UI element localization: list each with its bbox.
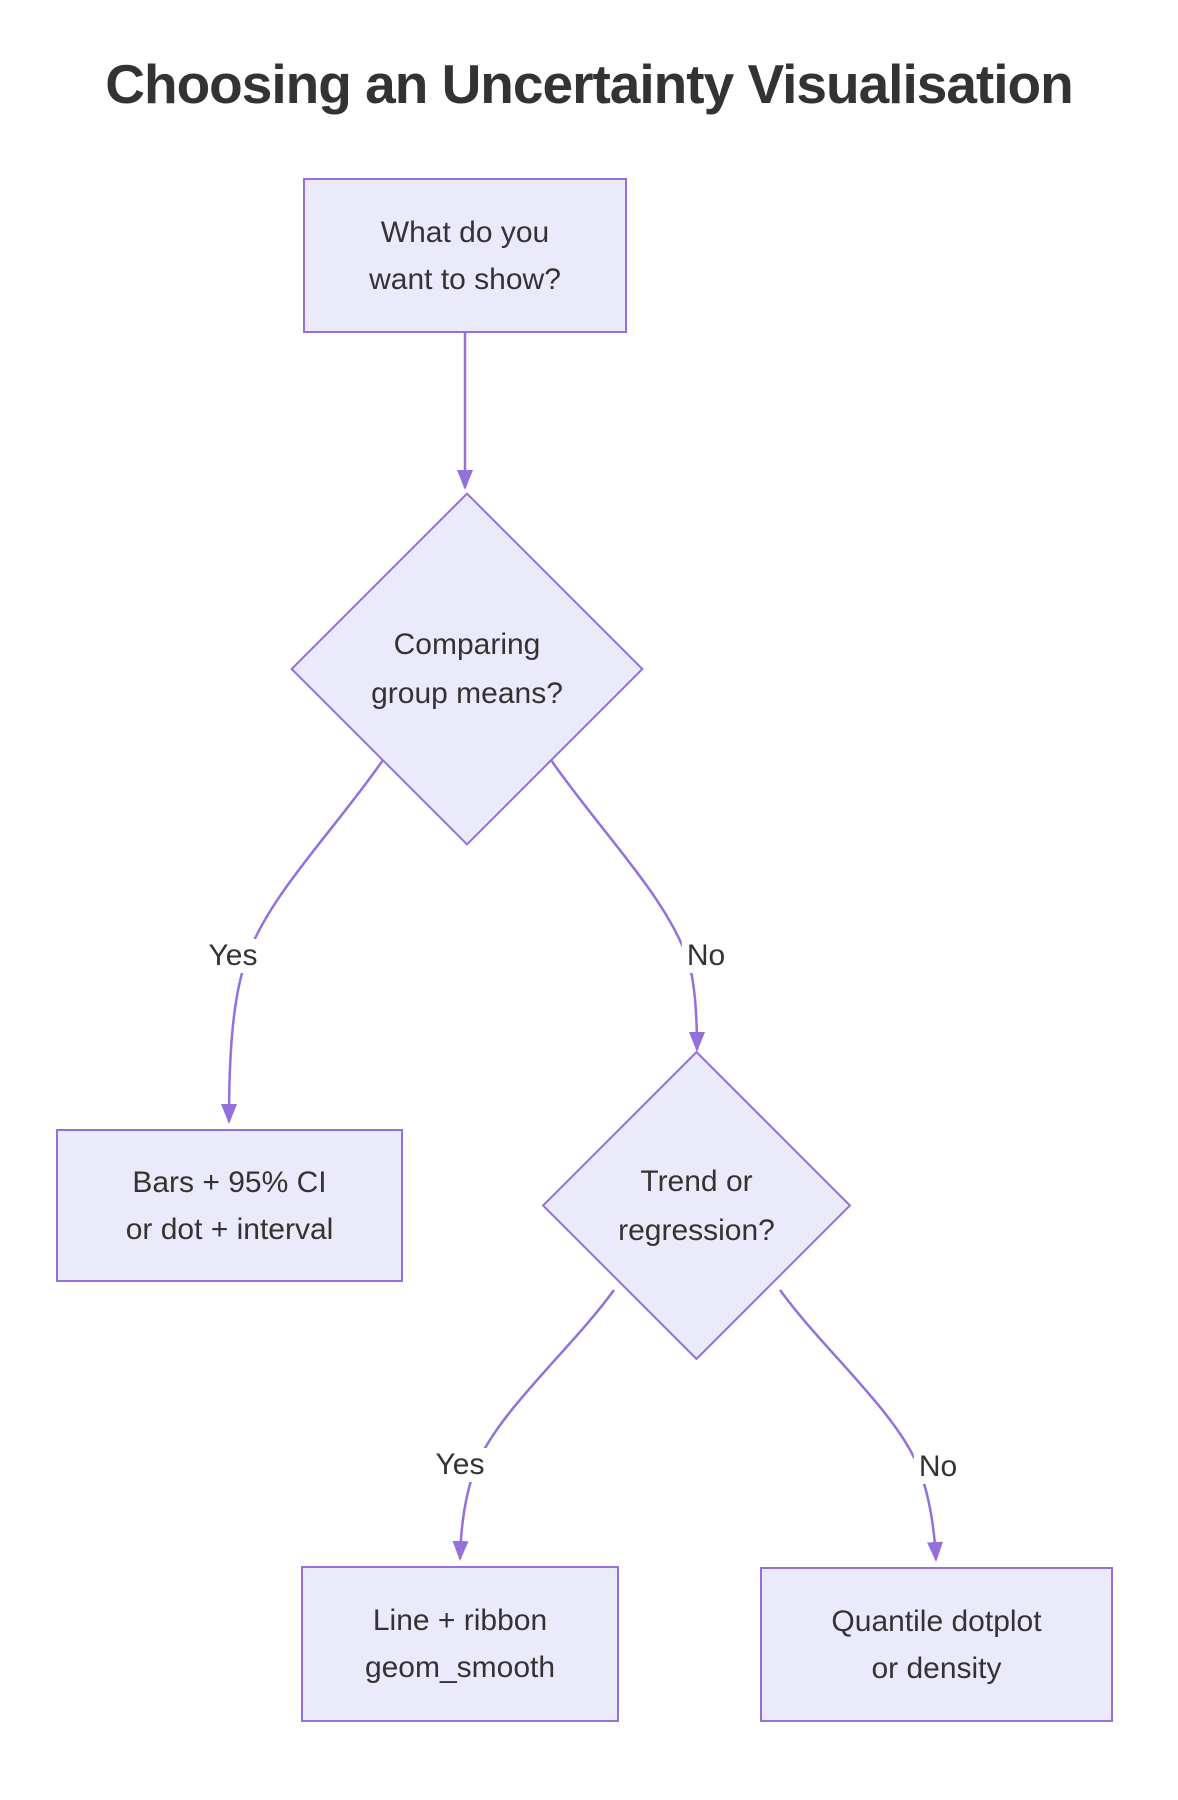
edge-label-yes-trend: Yes [430,1448,490,1482]
node-label-line: Comparing [393,628,541,661]
edge-label-yes-comparing: Yes [203,939,263,973]
node-what-do-you-want-to-show: What do you want to show? [303,178,627,333]
node-line-ribbon-geom-smooth: Line + ribbon geom_smooth [301,1566,619,1722]
node-label-line: Bars + 95% CI [132,1165,327,1199]
node-bars-95-ci: Bars + 95% CI or dot + interval [56,1129,403,1282]
node-label-line: Quantile dotplot [831,1604,1042,1638]
decision-trend-or-regression: Trend or regression? [541,1050,852,1361]
edge-label-no-trend: No [913,1450,963,1484]
node-label-line: What do you [380,215,550,249]
node-label-line: Trend or [640,1164,753,1198]
edge-trend-no-to-quantile [778,1289,944,1562]
node-label-line: Line + ribbon [372,1604,548,1637]
node-label-line: or density [871,1651,1002,1685]
node-label-line: or dot + interval [125,1212,334,1246]
decision-label: Trend or regression? [547,1096,846,1315]
node-label-line: want to show? [369,262,561,296]
node-label-line: regression? [618,1213,775,1247]
edge-comparing-no-to-trend [549,759,705,1052]
node-label-line: geom_smooth [364,1651,556,1684]
decision-label: Comparing group means? [302,544,632,794]
diagram-title: Choosing an Uncertainty Visualisation [105,53,1073,115]
edge-label-no-comparing: No [681,939,731,973]
node-quantile-dotplot-density: Quantile dotplot or density [760,1567,1113,1722]
node-label-line: group means? [371,677,563,710]
decision-comparing-group-means: Comparing group means? [290,492,644,846]
edge-trend-yes-to-ribbon [452,1289,616,1561]
